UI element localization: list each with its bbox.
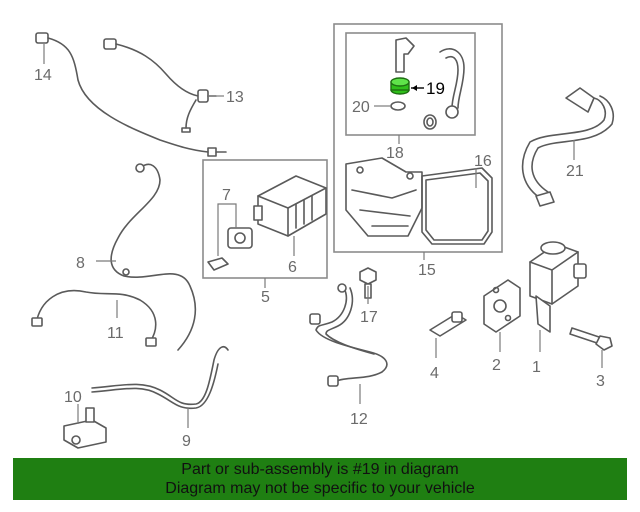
callout-11: 11 xyxy=(107,325,124,342)
part-16-gasket[interactable] xyxy=(421,167,493,245)
part-12-tube[interactable] xyxy=(309,283,388,387)
part-20-o-ring[interactable] xyxy=(390,101,406,111)
callout-8: 8 xyxy=(76,255,85,272)
group-box-18 xyxy=(345,32,476,136)
callout-1: 1 xyxy=(532,359,541,376)
callout-13: 13 xyxy=(226,89,244,106)
callout-21: 21 xyxy=(566,163,584,180)
part-valve-cover[interactable] xyxy=(345,157,423,237)
part-11-wire-harness[interactable] xyxy=(31,289,157,347)
part-19-grommet[interactable] xyxy=(390,77,410,95)
callout-6: 6 xyxy=(288,259,297,276)
callout-4: 4 xyxy=(430,365,439,382)
part-6-vapor-canister[interactable] xyxy=(253,175,327,237)
callout-12: 12 xyxy=(350,411,368,428)
part-7-sensor[interactable] xyxy=(207,227,253,271)
part-21-hose[interactable] xyxy=(521,87,615,207)
part-9-vacuum-tube[interactable] xyxy=(91,346,229,410)
callout-7: 7 xyxy=(222,187,231,204)
callout-9: 9 xyxy=(182,433,191,450)
callout-10: 10 xyxy=(64,389,82,406)
part-10-valve[interactable] xyxy=(63,407,107,449)
group-box-15 xyxy=(333,23,503,253)
callout-5: 5 xyxy=(261,289,270,306)
part-2-gasket[interactable] xyxy=(483,279,521,333)
callout-20: 20 xyxy=(352,99,370,116)
callout-17: 17 xyxy=(360,309,378,326)
banner-line-1: Part or sub-assembly is #19 in diagram xyxy=(181,461,459,478)
callout-18: 18 xyxy=(386,145,404,162)
part-pcv-hose[interactable] xyxy=(439,48,465,119)
banner-line-2: Diagram may not be specific to your vehi… xyxy=(165,480,475,497)
callout-15: 15 xyxy=(418,262,436,279)
part-4-sensor[interactable] xyxy=(429,311,467,337)
callout-16: 16 xyxy=(474,153,492,170)
part-14-o2-sensor[interactable] xyxy=(35,32,227,157)
part-8-wire-harness[interactable] xyxy=(110,163,197,351)
callout-2: 2 xyxy=(492,357,501,374)
callout-3: 3 xyxy=(596,373,605,390)
part-o-ring-small[interactable] xyxy=(423,114,437,130)
part-13-o2-sensor[interactable] xyxy=(103,38,217,133)
info-banner: Part or sub-assembly is #19 in diagram D… xyxy=(13,458,627,500)
callout-14: 14 xyxy=(34,67,52,84)
part-elbow-fitting[interactable] xyxy=(395,37,415,73)
callout-19: 19 xyxy=(426,79,445,98)
part-1-egr-valve[interactable] xyxy=(529,241,587,333)
part-3-bolt[interactable] xyxy=(569,327,613,351)
